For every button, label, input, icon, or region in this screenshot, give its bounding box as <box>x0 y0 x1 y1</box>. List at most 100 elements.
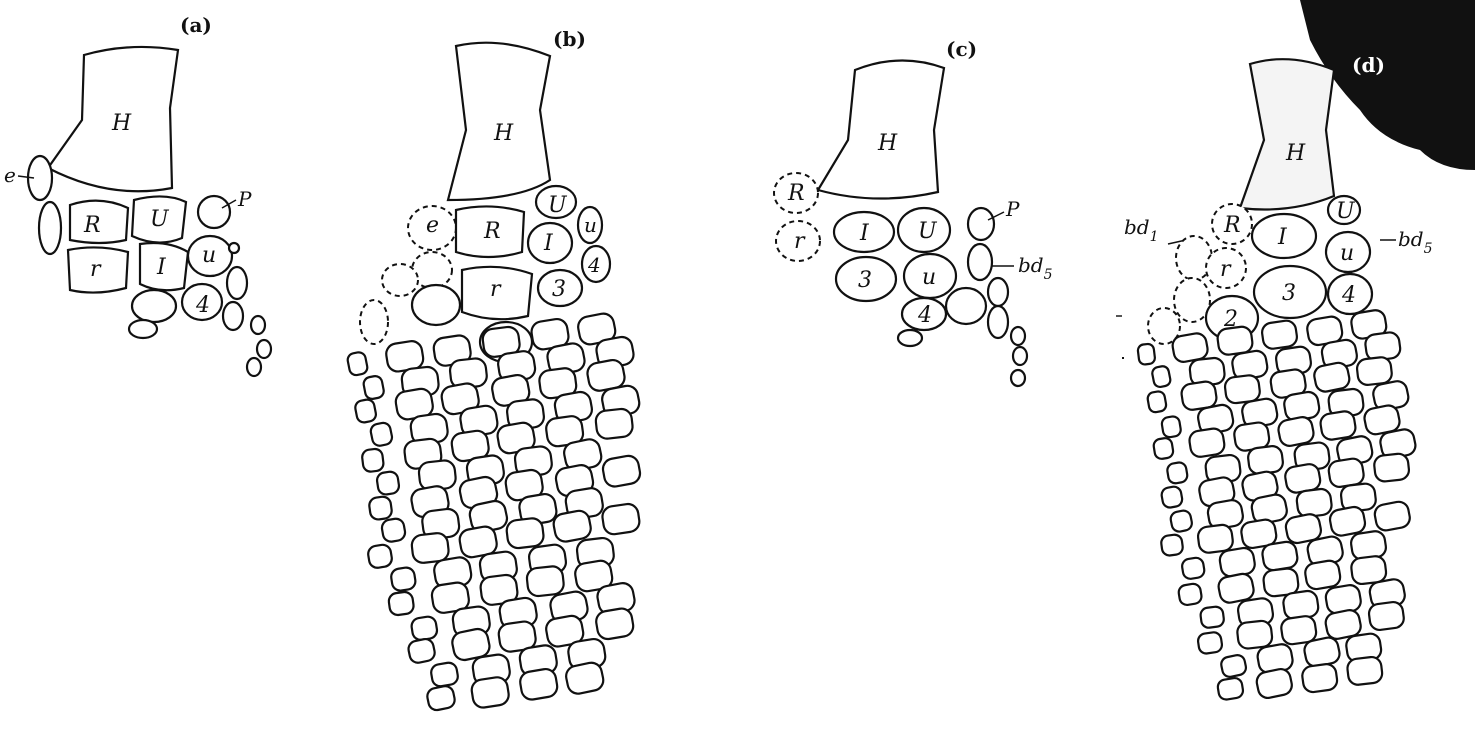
radial-bone <box>368 496 392 521</box>
radial-bone <box>390 566 416 591</box>
label-bd5-main: bd <box>1018 253 1044 277</box>
radial-bone <box>410 616 438 642</box>
bone-dashed-3 <box>382 264 418 296</box>
label-P: P <box>1005 197 1020 221</box>
radial-bone <box>1247 445 1284 475</box>
bone-dashed-4 <box>360 300 388 344</box>
radial-bone <box>354 398 377 423</box>
bone-radial-3 <box>247 358 261 376</box>
label-bd5-sub: 5 <box>1044 267 1053 283</box>
panel-b-title: (b) <box>553 27 586 51</box>
scan-speck <box>1116 315 1122 317</box>
radial-bone <box>1255 667 1294 699</box>
radial-bone <box>1161 415 1182 438</box>
panel-a: (a) H e R U P r I u 4 <box>4 13 271 376</box>
label-I: I <box>543 231 554 256</box>
radial-bone <box>381 517 407 542</box>
label-I: I <box>156 255 167 280</box>
radial-bone <box>1346 656 1383 686</box>
bone-distal-4 <box>898 330 922 346</box>
label-R: R <box>787 181 805 206</box>
radial-bone <box>347 351 369 376</box>
label-bd1-main: bd <box>1124 215 1150 239</box>
label-U: U <box>918 219 938 244</box>
label-4: 4 <box>1341 283 1356 308</box>
radial-bone <box>519 667 559 701</box>
label-u: u <box>922 265 936 290</box>
bone-radial-1 <box>1011 327 1025 345</box>
label-I: I <box>1277 225 1288 250</box>
label-bd5: bd5 <box>1018 253 1053 283</box>
radial-bone <box>1220 654 1247 679</box>
label-r: r <box>90 257 102 282</box>
label-e: e <box>4 163 16 187</box>
label-R: R <box>1223 213 1241 238</box>
label-R: R <box>83 213 101 238</box>
label-4: 4 <box>195 293 210 318</box>
bone-distal-2 <box>988 278 1008 306</box>
radial-bone <box>426 685 456 712</box>
bone-distal-1 <box>132 290 176 322</box>
bone-P <box>968 208 994 240</box>
label-U: U <box>548 193 568 218</box>
label-3: 3 <box>1282 281 1296 306</box>
panel-d: (d) H bd1 bd5 R I U r u 3 4 2 <box>1116 0 1475 701</box>
label-H: H <box>111 111 132 136</box>
label-bd5-sub: 5 <box>1424 241 1433 257</box>
bone-distal-1 <box>946 288 986 324</box>
radial-bone <box>1169 509 1193 533</box>
radial-bone <box>1151 365 1171 388</box>
radial-bone <box>506 517 545 549</box>
label-bd5-main: bd <box>1398 227 1424 251</box>
radial-bone <box>1147 390 1167 413</box>
radial-bone <box>1301 663 1338 693</box>
panel-b: (b) H e R U u I 4 r 3 2 <box>347 27 642 712</box>
radial-bone <box>470 676 510 709</box>
radial-bone <box>1319 410 1357 441</box>
label-r: r <box>490 277 502 302</box>
radial-bone <box>601 454 641 488</box>
radial-bone <box>595 607 635 641</box>
scan-speck <box>1122 357 1124 359</box>
bone-preaxial <box>39 202 61 254</box>
label-bd1-sub: 1 <box>1150 229 1159 245</box>
radial-bone <box>1178 583 1203 606</box>
radial-bone <box>1373 500 1411 532</box>
label-P: P <box>237 187 252 211</box>
label-4: 4 <box>587 253 601 277</box>
humerus-bone <box>818 60 944 198</box>
label-H: H <box>1285 141 1306 166</box>
radial-bone <box>1188 427 1226 458</box>
bone-distal-4 <box>129 320 157 338</box>
bone-distal-3 <box>223 302 243 330</box>
panel-d-title: (d) <box>1352 53 1385 77</box>
label-u: u <box>1340 241 1354 266</box>
radial-bone <box>430 661 459 687</box>
label-bd1: bd1 <box>1124 215 1159 245</box>
radial-bone <box>1373 453 1410 483</box>
radial-bone <box>526 565 565 597</box>
radial-bone <box>1313 361 1352 393</box>
panel-c: (c) H R r I U P bd5 3 u 4 <box>774 37 1053 386</box>
radial-bone <box>1236 620 1273 650</box>
radial-bone <box>1166 461 1188 484</box>
radial-bone <box>1261 540 1299 571</box>
label-r: r <box>794 229 806 254</box>
bone-dashed-2 <box>1174 278 1210 322</box>
radial-bone <box>369 422 393 448</box>
bone-radial-2 <box>1013 347 1027 365</box>
radial-bone <box>388 591 415 616</box>
label-bd5: bd5 <box>1398 227 1433 257</box>
radial-bone <box>367 544 393 569</box>
bone-radial-1 <box>251 316 265 334</box>
radial-bone <box>1368 601 1405 631</box>
radial-bone <box>362 375 384 400</box>
label-e: e <box>426 213 439 238</box>
radial-bone <box>361 448 384 472</box>
radial-array-d <box>1137 309 1417 701</box>
bone-distal-2 <box>227 267 247 299</box>
radial-bone <box>1218 547 1256 578</box>
label-H: H <box>493 121 514 146</box>
label-I: I <box>859 221 870 246</box>
